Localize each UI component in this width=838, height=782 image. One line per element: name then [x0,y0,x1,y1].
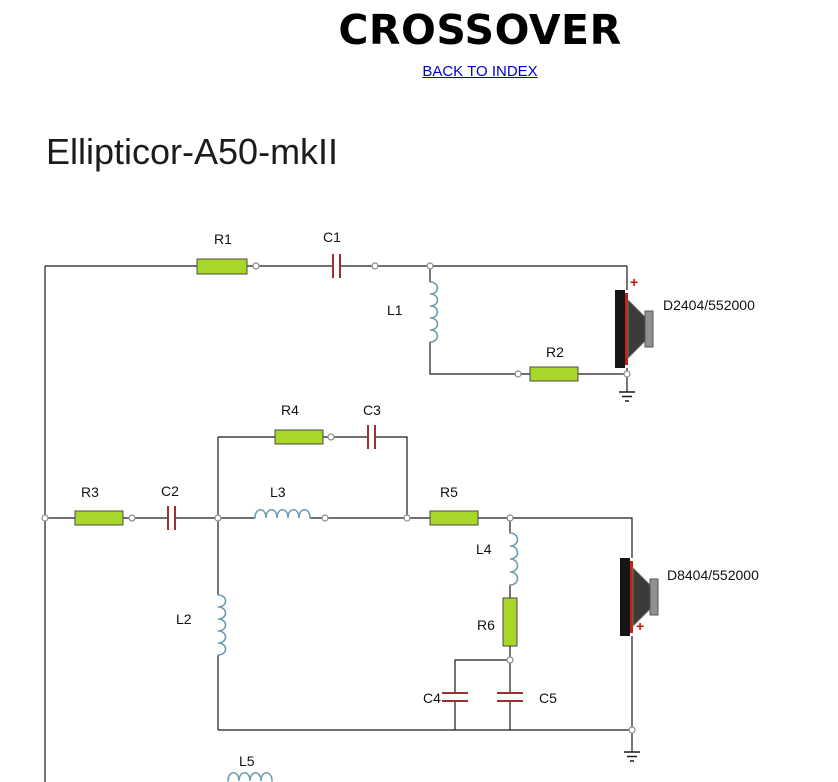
speaker-accent [630,561,633,633]
back-to-index-link[interactable]: BACK TO INDEX [422,63,538,80]
page-title: CROSSOVER [338,6,622,54]
resistor-body [196,258,248,275]
capacitor-c4: C4 [423,690,468,706]
speaker-magnet [649,578,659,616]
speaker-cone [627,298,646,360]
inductor-l3: L3 [254,484,311,519]
tweeter-driver [615,290,654,368]
speaker-frame [615,290,625,368]
coil [509,532,519,586]
label-l4: L4 [476,541,492,557]
junction-dot [628,726,636,734]
label-l1: L1 [387,302,403,318]
inductor-l2: L2 [176,594,227,656]
label-c3: C3 [363,402,381,418]
label-c2: C2 [161,483,179,499]
speaker-frame [620,558,630,636]
junction-dot [426,262,434,270]
label-l3: L3 [270,484,286,500]
back-link-row: BACK TO INDEX [61,63,838,81]
model-heading: Ellipticor-A50-mkII [46,131,339,172]
resistor-r4: R4 [274,402,324,445]
coil [227,771,273,782]
inductor-l4: L4 [476,532,519,586]
capacitor-plates [332,254,341,278]
junction-dot [128,514,136,522]
ground-symbol-woofer [624,751,640,762]
label-c4: C4 [423,690,441,706]
capacitor-c5: C5 [497,690,557,706]
resistor-r6: R6 [477,597,518,647]
resistor-body [274,429,324,445]
junction-dots [41,262,636,734]
junction-dot [506,656,514,664]
label-r6: R6 [477,617,495,633]
junction-dot [214,514,222,522]
label-l5: L5 [239,753,255,769]
junction-dot [371,262,379,270]
junction-dot [252,262,260,270]
junction-dot [41,514,49,522]
capacitor-c1: C1 [323,229,341,278]
resistor-r2: R2 [529,344,579,382]
capacitor-c3: C3 [363,402,381,449]
resistor-body [502,597,518,647]
tweeter-model-label: D2404/552000 [663,297,755,313]
junction-dot [514,370,522,378]
ground-symbol-tweeter [619,391,635,402]
capacitor-c2: C2 [161,483,179,530]
label-r3: R3 [81,484,99,500]
capacitor-plates [442,692,468,702]
junction-dot [403,514,411,522]
resistor-body [529,366,579,382]
resistor-r3: R3 [74,484,124,526]
label-r5: R5 [440,484,458,500]
woofer-driver [620,558,659,636]
junction-dot [506,514,514,522]
woofer-model-label: D8404/552000 [667,567,759,583]
junction-dot [321,514,329,522]
label-r2: R2 [546,344,564,360]
inductor-l1: L1 [387,281,439,343]
label-l2: L2 [176,611,192,627]
speaker-accent [625,293,628,365]
resistor-body [74,510,124,526]
coil [254,508,311,519]
junction-dot [623,370,631,378]
coil [217,594,227,656]
resistor-r1: R1 [196,231,248,275]
resistor-r5: R5 [429,484,479,526]
capacitor-plates [167,506,176,530]
speaker-magnet [644,310,654,348]
label-c5: C5 [539,690,557,706]
label-c1: C1 [323,229,341,245]
inductor-l5: L5 [227,753,273,782]
woofer-plus-terminal: + [636,618,644,634]
capacitor-plates [367,425,376,449]
label-r1: R1 [214,231,232,247]
tweeter-plus-terminal: + [630,274,638,290]
label-r4: R4 [281,402,299,418]
junction-dot [327,433,335,441]
capacitor-plates [497,692,523,702]
coil [429,281,439,343]
resistor-body [429,510,479,526]
